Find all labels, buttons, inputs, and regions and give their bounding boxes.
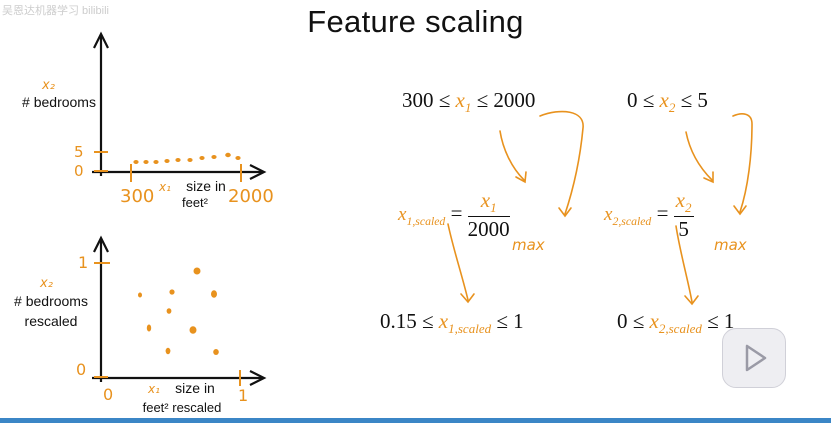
- bottom-ytick-0: 0: [76, 360, 87, 379]
- data-point: [211, 155, 217, 159]
- data-point: [213, 349, 219, 355]
- data-point: [146, 324, 152, 332]
- arrow-scaled1-down: [447, 223, 469, 301]
- bottom-xlabel-line1: size in: [175, 380, 215, 396]
- bottom-xtick-0: 0: [103, 385, 114, 404]
- max-label-2: max: [714, 236, 747, 254]
- formula-x2-scaled: x2,scaled = x2 5: [604, 188, 694, 242]
- result-x1-scaled: 0.15 ≤ x1,scaled ≤ 1: [380, 309, 524, 337]
- top-xtick-2000: 2000: [228, 186, 274, 207]
- data-point: [169, 289, 175, 295]
- top-y-arrowhead: [93, 31, 109, 49]
- data-point: [193, 267, 201, 275]
- annotation-arrows: [447, 110, 753, 306]
- bottom-plot-axes: [92, 235, 267, 386]
- bottom-y-arrowhead: [93, 235, 109, 253]
- bottom-xlabel-var: x₁: [148, 382, 160, 396]
- top-xlabel-line2: feet²: [181, 195, 208, 210]
- bottom-ylabel-line1: # bedrooms: [14, 293, 88, 309]
- top-xtick-300: 300: [120, 186, 155, 207]
- data-point: [211, 290, 217, 298]
- progress-bar[interactable]: [0, 418, 831, 423]
- arrow-5-to-denominator: [732, 113, 753, 213]
- data-point: [153, 160, 159, 164]
- data-point: [166, 308, 172, 314]
- arrow-0-to-x2: [685, 131, 713, 181]
- arrow-scaled2-down: [675, 225, 693, 303]
- range-x2: 0 ≤ x2 ≤ 5: [627, 88, 708, 116]
- top-ytick-5: 5: [74, 143, 84, 161]
- top-xlabel-var: x₁: [159, 180, 171, 194]
- bottom-plot-points: [138, 267, 219, 355]
- play-icon: [745, 344, 767, 372]
- data-point: [189, 326, 197, 334]
- data-point: [187, 158, 193, 162]
- slide-title: Feature scaling: [307, 4, 524, 39]
- bottom-plot-ticks: [94, 262, 241, 386]
- arrow-300-to-x1: [499, 130, 525, 181]
- top-ylabel-var: x₂: [42, 78, 55, 93]
- data-point: [138, 292, 142, 298]
- formula-x1-scaled: x1,scaled = x1 2000: [398, 188, 510, 242]
- data-point: [235, 156, 241, 160]
- data-point: [199, 156, 205, 160]
- top-x-arrowhead: [249, 164, 267, 180]
- data-point: [225, 152, 231, 158]
- data-point: [164, 159, 170, 163]
- top-plot-ticks: [94, 151, 242, 182]
- data-point: [133, 160, 139, 164]
- arrow-2000-to-denominator: [539, 110, 584, 215]
- top-plot-points: [133, 152, 241, 164]
- play-button[interactable]: [722, 328, 786, 388]
- top-xlabel-line1: size in: [186, 178, 226, 194]
- data-point: [175, 158, 181, 162]
- bottom-x-arrowhead: [249, 370, 267, 386]
- max-label-1: max: [512, 236, 545, 254]
- bottom-ylabel-var: x₂: [40, 276, 53, 291]
- data-point: [165, 347, 171, 355]
- bottom-xtick-1: 1: [238, 386, 249, 405]
- watermark: 吴恩达机器学习 bilibili: [2, 5, 109, 17]
- data-point: [143, 160, 149, 164]
- bottom-ylabel-line2: rescaled: [24, 313, 78, 329]
- top-ylabel: # bedrooms: [22, 94, 96, 110]
- result-x2-scaled: 0 ≤ x2,scaled ≤ 1: [617, 309, 735, 337]
- top-ytick-0: 0: [74, 162, 84, 180]
- range-x1: 300 ≤ x1 ≤ 2000: [402, 88, 536, 116]
- bottom-xlabel-line2: feet² rescaled: [142, 400, 222, 415]
- bottom-ytick-1: 1: [78, 253, 89, 272]
